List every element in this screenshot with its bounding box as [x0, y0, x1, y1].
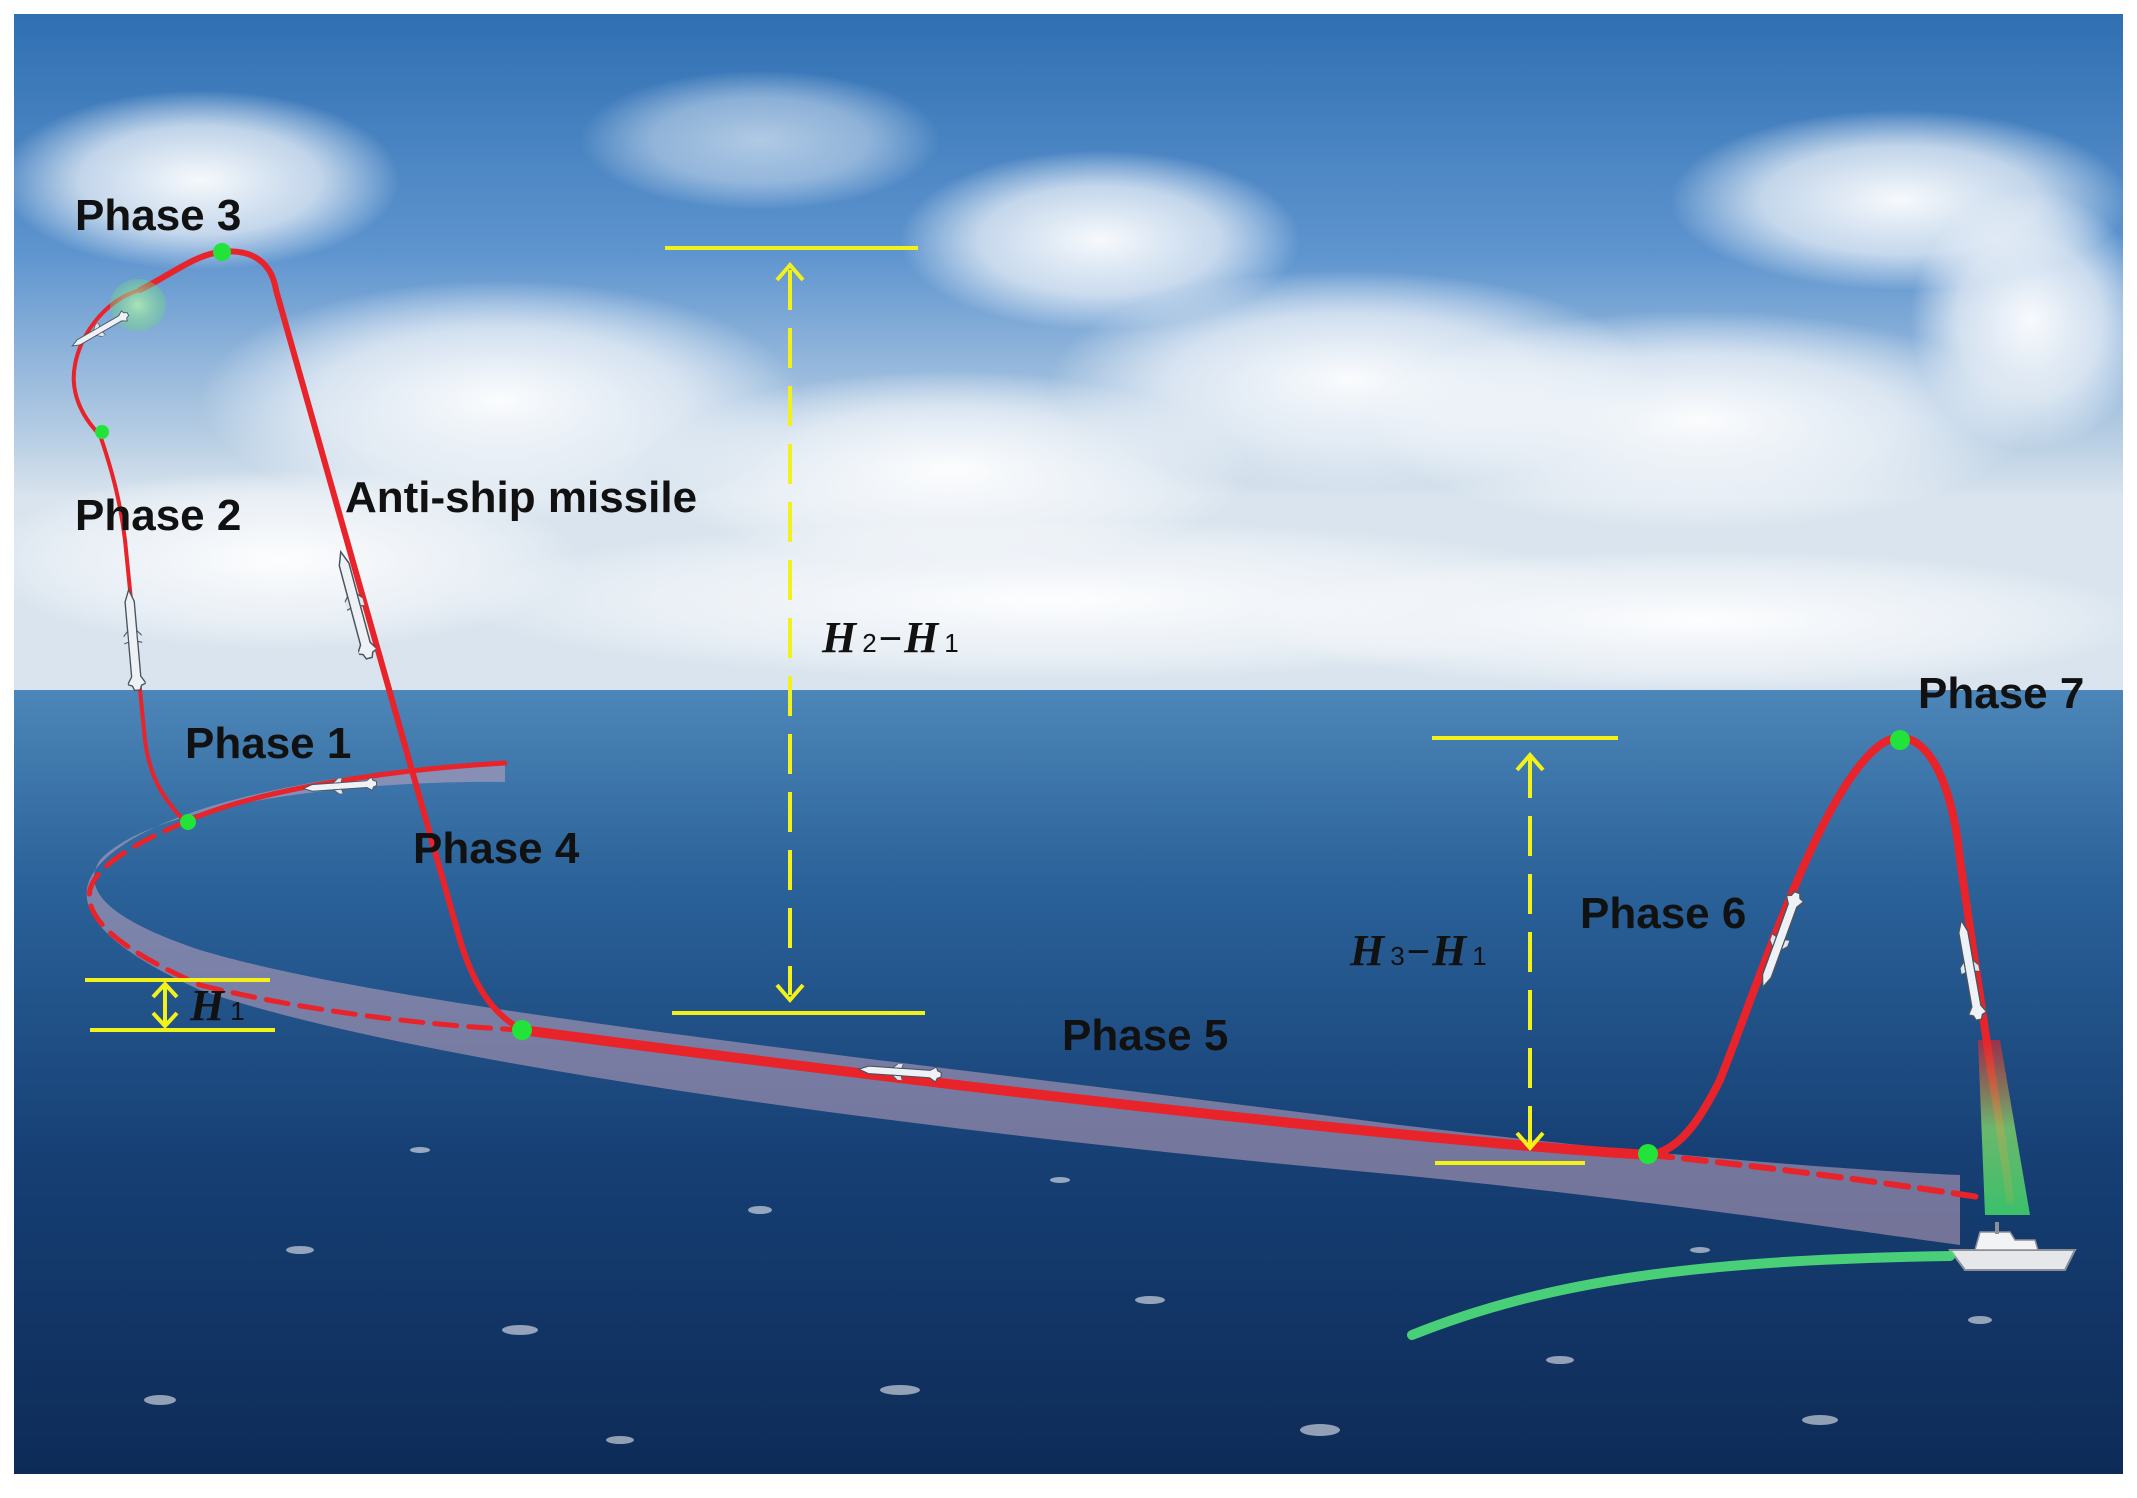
waypoint-phase3-top — [213, 243, 231, 261]
label-h1-symbol: H — [189, 981, 226, 1030]
label-h2h1-sub-b: 1 — [944, 628, 958, 658]
h3-arrow-down — [1515, 1131, 1545, 1152]
waypoint-phase7-top — [1890, 730, 1910, 750]
label-h3h1-b: H — [1431, 926, 1468, 975]
label-h3h1-dash: − — [1407, 930, 1430, 974]
seeker-beam — [1978, 1040, 2030, 1215]
flight-corridor — [86, 762, 1961, 1245]
label-h2h1-b: H — [903, 613, 940, 662]
label-phase1: Phase 1 — [185, 719, 351, 768]
label-h2h1-dash: − — [879, 617, 902, 661]
trajectory-loop — [86, 819, 203, 988]
h2-arrow-up — [775, 261, 805, 282]
h1-arrow-up — [151, 981, 179, 999]
waypoints — [95, 243, 1910, 1164]
label-phase3: Phase 3 — [75, 191, 241, 240]
trajectory-phase5 — [517, 1025, 1655, 1160]
waypoint-phase2-end — [95, 425, 109, 439]
trajectory-phase2 — [98, 433, 187, 824]
label-h3h1-sub-b: 1 — [1472, 941, 1486, 971]
waypoint-phase6-start — [1638, 1144, 1658, 1164]
sea-background — [14, 690, 2123, 1474]
dimension-lines — [85, 246, 1618, 1165]
ship-track — [1407, 1251, 1955, 1340]
target-ship — [1948, 1222, 2077, 1271]
label-missile: Anti-ship missile — [345, 473, 697, 522]
label-phase4: Phase 4 — [413, 824, 580, 873]
label-phase2: Phase 2 — [75, 491, 241, 540]
label-phase5: Phase 5 — [1062, 1011, 1228, 1060]
phase-labels: Phase 3 Phase 2 Anti-ship missile Phase … — [75, 191, 2084, 1060]
label-h3h1-a: H — [1349, 926, 1386, 975]
trajectory-phase5-dashed — [1647, 1152, 1988, 1201]
h2-arrow-down — [775, 983, 805, 1004]
label-phase7: Phase 7 — [1918, 669, 2084, 718]
label-h3h1-sub-a: 3 — [1390, 941, 1404, 971]
trajectory-phase3 — [137, 248, 525, 1033]
h3-arrow-up — [1515, 751, 1545, 772]
sea-whitecaps — [144, 1147, 1992, 1444]
h1-arrow-down — [151, 1011, 179, 1029]
trajectory-h1-run — [197, 982, 525, 1033]
waypoint-phase5-start — [512, 1020, 532, 1040]
label-h2h1-a: H — [821, 613, 858, 662]
clouds — [0, 70, 2137, 690]
label-h2h1-sub-a: 2 — [862, 628, 876, 658]
label-phase6: Phase 6 — [1580, 889, 1746, 938]
waypoint-phase1-start — [180, 814, 196, 830]
label-h1-sub: 1 — [230, 996, 244, 1026]
